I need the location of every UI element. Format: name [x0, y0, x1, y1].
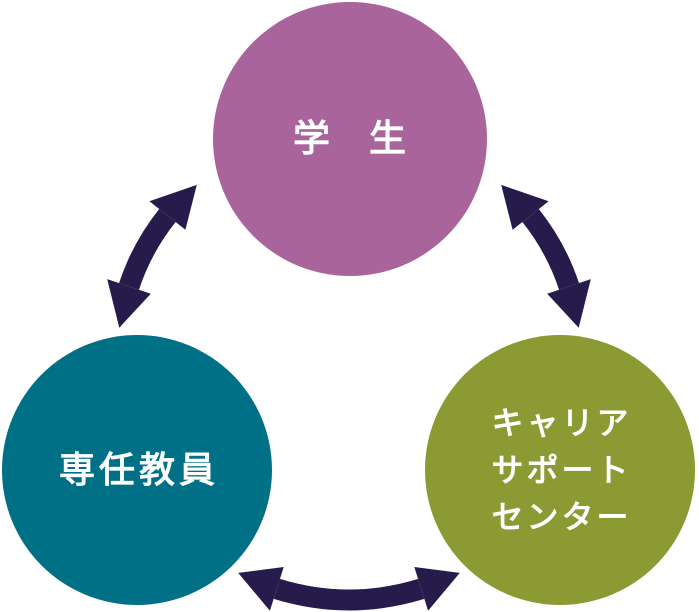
- node-career-support-center-label: キャリア サポート センター: [491, 400, 631, 541]
- career-label-line-2: サポート: [491, 451, 632, 488]
- arrowhead-toward-faculty: [107, 279, 151, 328]
- node-students: 学 生: [213, 2, 487, 276]
- arrow-students-career: [501, 184, 591, 328]
- node-career-support-center: キャリア サポート センター: [425, 335, 695, 605]
- arrow-faculty-career: [238, 567, 460, 611]
- arrowhead-toward-career-upper: [547, 279, 591, 328]
- node-faculty-label: 専任教員: [58, 449, 219, 490]
- node-students-label: 学 生: [293, 118, 407, 159]
- career-label-line-1: キャリア: [491, 404, 632, 441]
- arrow-students-career-body: [522, 208, 579, 290]
- arrowhead-toward-faculty-bottom: [238, 567, 284, 611]
- node-faculty: 専任教員: [2, 335, 272, 605]
- arrowhead-toward-students-left: [149, 184, 197, 230]
- arrow-faculty-career-body: [273, 578, 425, 611]
- arrow-students-faculty-body: [119, 208, 176, 290]
- arrow-students-faculty: [107, 184, 197, 328]
- arrowhead-toward-career-bottom: [414, 567, 460, 611]
- arrowhead-toward-students-right: [501, 184, 549, 230]
- career-label-line-3: センター: [491, 498, 632, 535]
